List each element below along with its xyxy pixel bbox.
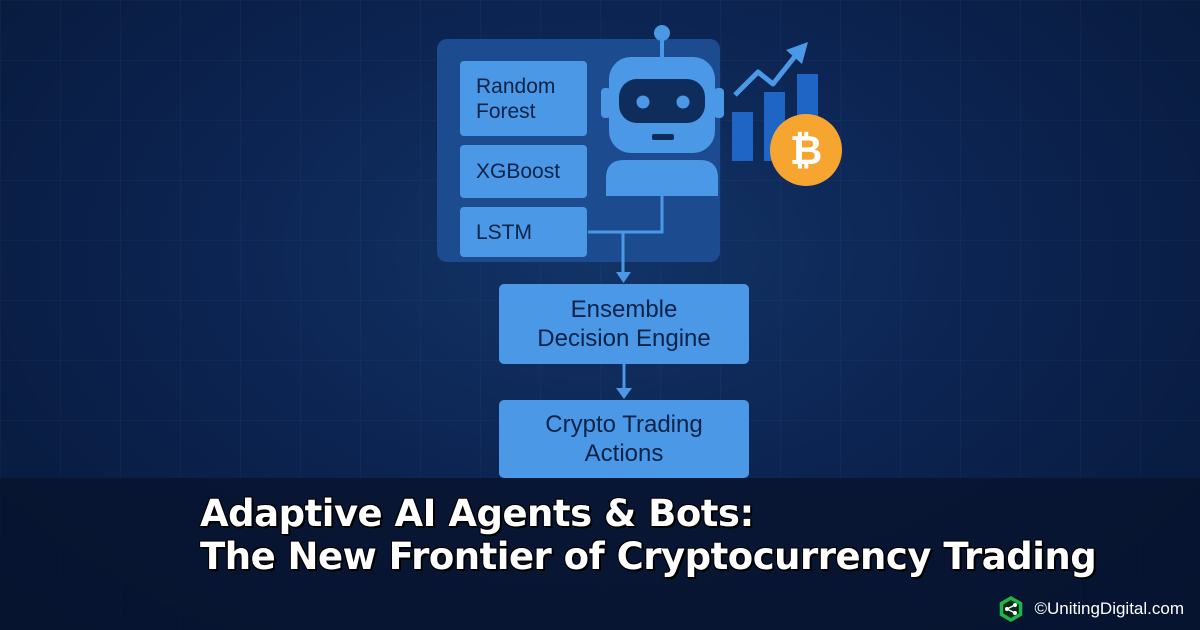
title-line-2: The New Frontier of Cryptocurrency Tradi…	[200, 535, 1097, 578]
ensemble-decision-engine-box: Ensemble Decision Engine	[499, 284, 749, 364]
model-box-lstm: LSTM	[460, 207, 587, 257]
arrow-down-icon	[616, 272, 631, 283]
trend-arrow-icon	[733, 42, 808, 97]
crypto-trading-actions-box: Crypto Trading Actions	[499, 400, 749, 478]
model-label-random-forest: Random Forest	[476, 74, 556, 123]
actions-label: Crypto Trading Actions	[545, 411, 703, 467]
credit-text: ©UnitingDigital.com	[1034, 599, 1184, 618]
title-banner	[0, 478, 1200, 630]
model-box-xgboost: XGBoost	[460, 145, 587, 198]
connector-lines	[588, 196, 664, 388]
robot-icon	[601, 25, 724, 196]
credit: ©UnitingDigital.com	[996, 594, 1184, 624]
bitcoin-icon: ₿	[770, 114, 842, 186]
ensemble-label: Ensemble Decision Engine	[537, 296, 711, 352]
model-box-random-forest: Random Forest	[460, 61, 587, 136]
arrow-down-icon	[616, 388, 632, 399]
title-line-1: Adaptive AI Agents & Bots:	[200, 492, 754, 535]
share-icon	[1000, 596, 1023, 622]
model-label-lstm: LSTM	[476, 220, 533, 244]
bitcoin-symbol: ₿	[790, 128, 823, 174]
model-label-xgboost: XGBoost	[476, 160, 561, 183]
